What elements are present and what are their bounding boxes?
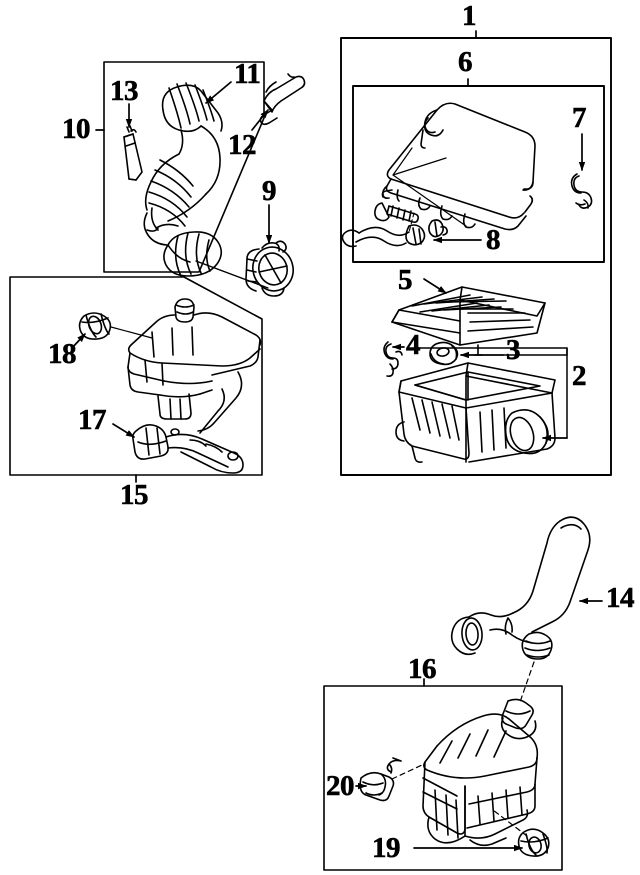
callout-label-15[interactable]: 15	[120, 479, 149, 511]
group-leader-lines	[95, 30, 477, 687]
callout-5-arrow	[423, 278, 447, 294]
callout-label-20[interactable]: 20	[326, 770, 355, 802]
part-3-grommet	[429, 341, 459, 366]
group-box-6	[352, 85, 605, 263]
callout-17-arrow	[112, 423, 135, 438]
part-16-air-resonator	[386, 698, 539, 847]
callout-label-3[interactable]: 3	[506, 334, 521, 366]
part-17-reservoir-bracket	[132, 424, 244, 474]
part-8-iat-sensor-harness	[341, 202, 448, 248]
callout-label-13[interactable]: 13	[110, 75, 139, 107]
leader-14-to-resonator	[519, 661, 535, 703]
callout-label-14[interactable]: 14	[606, 582, 635, 614]
part-7-cover-clip	[570, 173, 593, 209]
part-9-mass-air-flow-sensor	[245, 240, 294, 297]
part-11-air-intake-boot	[143, 82, 223, 277]
callout-label-9[interactable]: 9	[262, 175, 277, 207]
callout-6-leader-to-part	[392, 147, 467, 227]
part-14-air-inlet-duct	[450, 516, 591, 660]
callout-label-2[interactable]: 2	[572, 360, 587, 392]
leader-19-to-body	[492, 809, 528, 837]
part-18-reservoir-grommet	[78, 312, 112, 340]
callout-label-6[interactable]: 6	[458, 46, 473, 78]
callout-label-4[interactable]: 4	[406, 329, 421, 361]
part-20-inlet-nipple	[359, 771, 395, 802]
callout-label-11[interactable]: 11	[234, 58, 262, 90]
leader-boot-to-maf	[195, 260, 269, 289]
part-12-breather-tube	[259, 73, 306, 126]
group-box-15	[9, 276, 263, 476]
group-box-10	[103, 61, 265, 273]
part-19-mount-grommet	[517, 828, 550, 857]
part-2-lower-housing	[395, 362, 556, 463]
callout-label-19[interactable]: 19	[372, 832, 401, 864]
part-15-coolant-reservoir	[127, 298, 262, 434]
part-6-air-cleaner-cover	[381, 102, 536, 231]
callout-label-10[interactable]: 10	[62, 113, 91, 145]
callout-12-arrow	[251, 109, 269, 131]
callout-label-12[interactable]: 12	[228, 129, 257, 161]
callout-label-7[interactable]: 7	[572, 102, 587, 134]
leader-20-to-body	[391, 764, 423, 780]
part-5-air-filter-element	[391, 286, 546, 356]
callout-18-arrow	[71, 333, 86, 349]
leader-8-dashed	[408, 212, 415, 233]
callout-label-18[interactable]: 18	[48, 338, 77, 370]
callout-11-arrow	[205, 81, 232, 104]
callout-label-8[interactable]: 8	[486, 224, 501, 256]
part-4-housing-clip	[383, 341, 403, 377]
group-box-16	[323, 685, 563, 871]
part-13-resonator-pipe	[123, 125, 143, 181]
callout-label-5[interactable]: 5	[398, 264, 413, 296]
callout-label-17[interactable]: 17	[78, 404, 107, 436]
callout-label-1[interactable]: 1	[462, 0, 477, 32]
callout-label-16[interactable]: 16	[408, 653, 437, 685]
group-box-1	[340, 37, 612, 476]
leader-18-to-reservoir	[110, 326, 153, 339]
